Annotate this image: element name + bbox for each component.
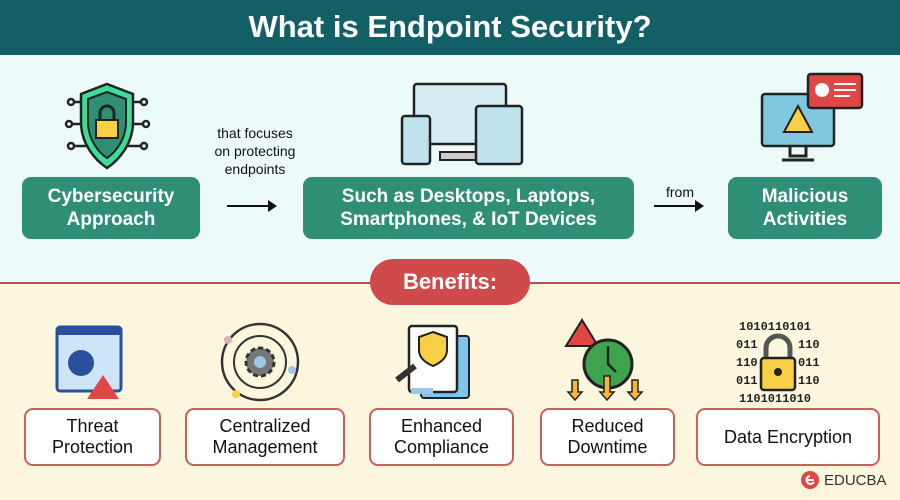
benefit-data-encryption: Data Encryption: [696, 408, 880, 466]
page-title: What is Endpoint Security?: [0, 0, 900, 55]
svg-text:011: 011: [736, 374, 758, 388]
benefit-enhanced-compliance: Enhanced Compliance: [369, 408, 514, 466]
benefit-reduced-downtime: Reduced Downtime: [540, 408, 675, 466]
connector-label-2: from: [666, 184, 694, 200]
malicious-activities-box: Malicious Activities: [728, 177, 882, 239]
arrow-1: [227, 200, 277, 212]
arrow-2: [654, 200, 704, 212]
svg-text:1010110101: 1010110101: [739, 320, 811, 334]
brand-name: EDUCBA: [824, 471, 887, 489]
educba-logo-icon: [801, 471, 819, 489]
gear-user-icon: [220, 322, 300, 402]
skull-warning-icon: [55, 325, 123, 399]
svg-text:011: 011: [798, 356, 820, 370]
devices-box: Such as Desktops, Laptops, Smartphones, …: [303, 177, 634, 239]
cybersecurity-approach-box: Cybersecurity Approach: [22, 177, 200, 239]
benefit-centralized-management: Centralized Management: [185, 408, 345, 466]
svg-text:110: 110: [798, 374, 820, 388]
svg-text:011: 011: [736, 338, 758, 352]
devices-icon: [400, 82, 524, 166]
brand-logo: EDUCBA: [800, 470, 887, 490]
benefit-threat-protection: Threat Protection: [24, 408, 161, 466]
benefits-heading: Benefits:: [370, 259, 530, 305]
svg-text:110: 110: [736, 356, 758, 370]
document-shield-icon: [395, 324, 470, 399]
shield-lock-icon: [64, 82, 151, 170]
clock-down-icon: [564, 318, 644, 402]
connector-label-1: that focuses on protecting endpoints: [214, 125, 296, 177]
malware-alert-icon: [760, 72, 864, 162]
svg-text:110: 110: [798, 338, 820, 352]
svg-text:1101011010: 1101011010: [739, 392, 811, 404]
binary-lock-icon: 1010110101 011 110 110 011 011 110 11010110…: [736, 320, 820, 404]
